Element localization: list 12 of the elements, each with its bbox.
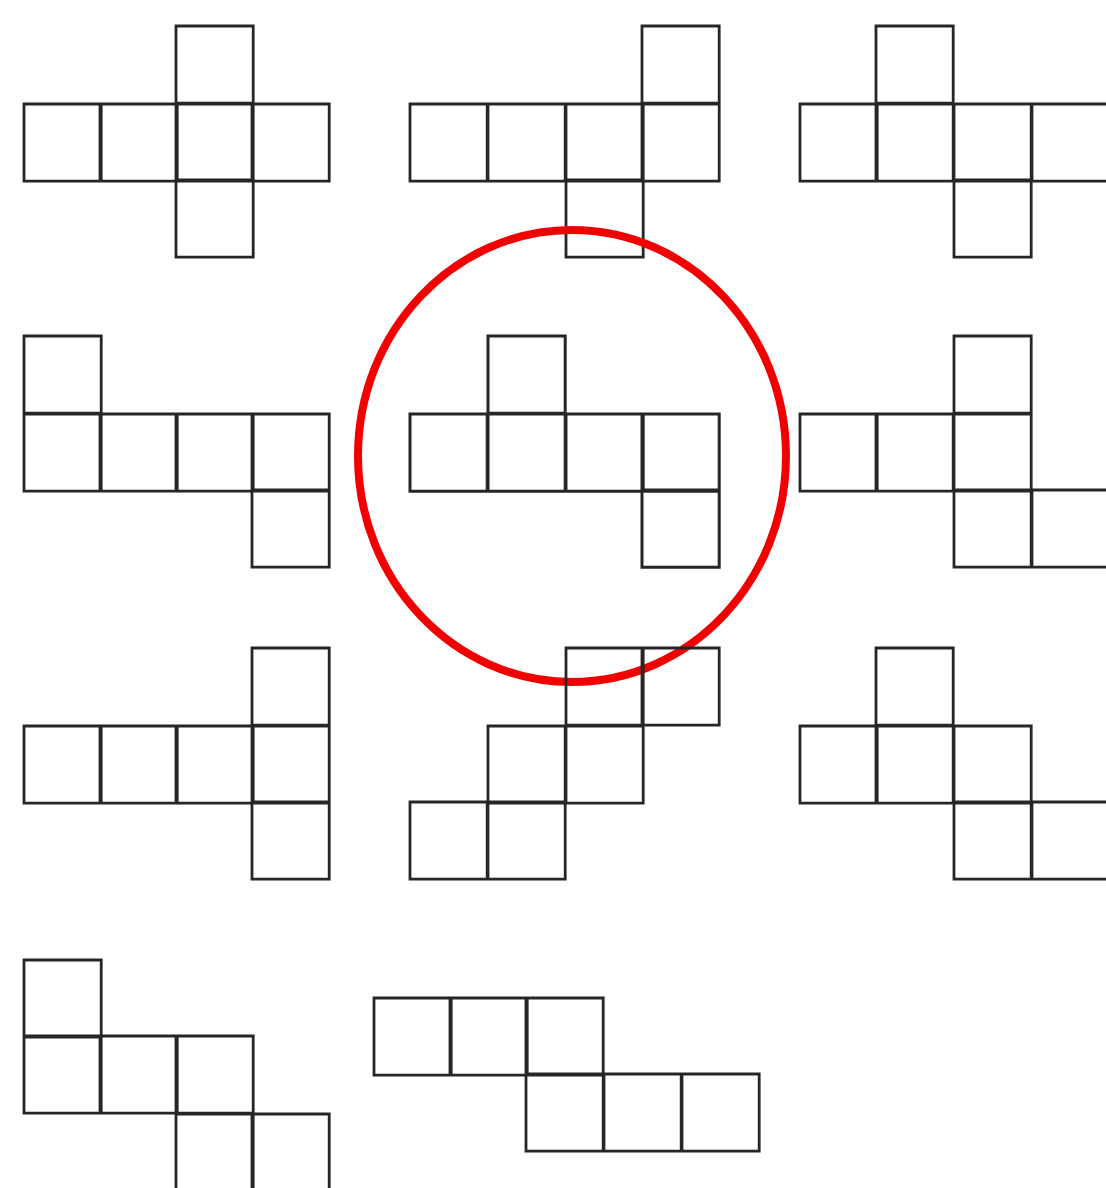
cube-net-drawing — [798, 334, 1106, 569]
cube-net-drawing — [798, 24, 1106, 259]
cube-net-drawing — [22, 646, 331, 881]
cube-net-drawing — [408, 646, 721, 881]
cube-net-drawing — [408, 24, 721, 259]
cube-net-drawing — [372, 996, 761, 1153]
cube-net-drawing — [22, 24, 331, 259]
cube-net-drawing — [798, 646, 1106, 881]
highlight-circle — [354, 226, 790, 686]
cube-net-drawing — [408, 334, 721, 569]
cube-net-drawing — [22, 334, 331, 569]
cube-net-drawing — [22, 958, 331, 1188]
